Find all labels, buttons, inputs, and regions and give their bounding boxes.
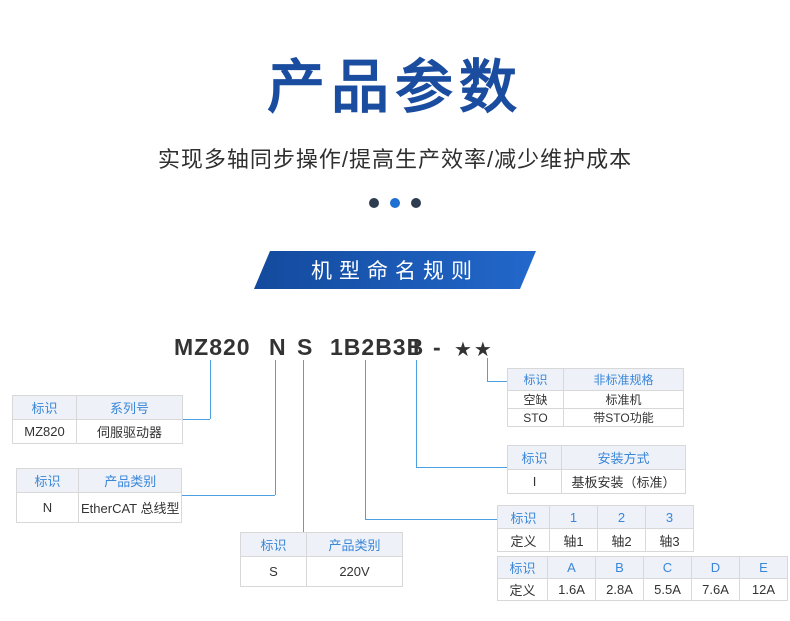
nonstandard-table-cell-code: STO xyxy=(507,408,564,427)
axes-table: 标识 1 2 3 定义 轴1 轴2 轴3 xyxy=(497,505,694,552)
connector-series-horizontal xyxy=(182,419,210,420)
table-row: S 220V xyxy=(240,556,403,587)
connector-mounting-horizontal xyxy=(416,467,507,468)
category-table-cell-code: N xyxy=(16,492,79,523)
table-row: N EtherCAT 总线型 xyxy=(16,492,183,523)
current-table-cell-c: 5.5A xyxy=(643,578,692,601)
current-table-header-id: 标识 xyxy=(497,556,548,579)
mounting-table-header-id: 标识 xyxy=(507,445,562,470)
current-table-cell-a: 1.6A xyxy=(547,578,596,601)
category-table: 标识 产品类别 N EtherCAT 总线型 xyxy=(16,468,183,523)
model-code-voltage: S xyxy=(297,334,314,360)
model-code-series: MZ820 xyxy=(174,334,251,360)
table-row: 空缺 标准机 xyxy=(507,390,684,409)
page-subtitle: 实现多轴同步操作/提高生产效率/减少维护成本 xyxy=(157,147,633,172)
series-table-header-id: 标识 xyxy=(12,395,77,420)
table-row: MZ820 伺服驱动器 xyxy=(12,419,183,444)
current-table-header-e: E xyxy=(739,556,788,579)
current-table-header-d: D xyxy=(691,556,740,579)
carousel-dots xyxy=(0,198,790,208)
current-table-header-b: B xyxy=(595,556,644,579)
current-table-cell-b: 2.8A xyxy=(595,578,644,601)
voltage-table-header-name: 产品类别 xyxy=(306,532,403,557)
page-title: 产品参数 xyxy=(266,55,523,120)
carousel-dot-1[interactable] xyxy=(369,198,379,208)
axes-table-cell-axis2: 轴2 xyxy=(597,528,646,552)
axes-table-cell-axis3: 轴3 xyxy=(645,528,694,552)
table-row: 定义 1.6A 2.8A 5.5A 7.6A 12A xyxy=(497,578,788,601)
current-table-header-c: C xyxy=(643,556,692,579)
connector-series-vertical xyxy=(210,360,211,419)
table-row: 定义 轴1 轴2 轴3 xyxy=(497,528,694,552)
current-table-cell-d: 7.6A xyxy=(691,578,740,601)
connector-voltage-vertical xyxy=(303,360,304,532)
category-table-cell-value: EtherCAT 总线型 xyxy=(77,492,183,523)
carousel-dot-2-active[interactable] xyxy=(390,198,400,208)
model-code-dash: - xyxy=(433,334,442,360)
voltage-table-cell-value: 220V xyxy=(306,556,403,587)
voltage-table-cell-code: S xyxy=(240,556,307,587)
model-code-mounting: I xyxy=(413,334,421,360)
model-code-bus-type: N xyxy=(269,334,287,360)
section-banner-label: 机型命名规则 xyxy=(311,260,479,283)
axes-table-header-2: 2 xyxy=(597,505,646,529)
series-table: 标识 系列号 MZ820 伺服驱动器 xyxy=(12,395,183,444)
current-table-cell-label: 定义 xyxy=(497,578,548,601)
connector-bus-type-horizontal xyxy=(181,495,275,496)
connector-mounting-vertical xyxy=(416,360,417,467)
current-table: 标识 A B C D E 定义 1.6A 2.8A 5.5A 7.6A 12A xyxy=(497,556,788,601)
category-table-header-id: 标识 xyxy=(16,468,79,493)
table-row: STO 带STO功能 xyxy=(507,408,684,427)
axes-table-cell-axis1: 轴1 xyxy=(549,528,598,552)
nonstandard-table: 标识 非标准规格 空缺 标准机 STO 带STO功能 xyxy=(507,368,684,427)
voltage-table-header-id: 标识 xyxy=(240,532,307,557)
series-table-cell-value: 伺服驱动器 xyxy=(76,419,183,444)
voltage-table: 标识 产品类别 S 220V xyxy=(240,532,403,587)
mounting-table-header-name: 安装方式 xyxy=(561,445,686,470)
nonstandard-table-cell-value: 标准机 xyxy=(563,390,684,409)
connector-nonstandard-horizontal xyxy=(487,381,507,382)
axes-table-header-id: 标识 xyxy=(497,505,550,529)
axes-table-cell-label: 定义 xyxy=(497,528,550,552)
model-code-stars-icon: ★★ xyxy=(454,339,494,361)
series-table-cell-code: MZ820 xyxy=(12,419,77,444)
axes-table-header-3: 3 xyxy=(645,505,694,529)
section-banner: 机型命名规则 xyxy=(254,251,536,289)
current-table-cell-e: 12A xyxy=(739,578,788,601)
nonstandard-table-cell-code: 空缺 xyxy=(507,390,564,409)
category-table-header-name: 产品类别 xyxy=(77,468,183,493)
axes-table-header-1: 1 xyxy=(549,505,598,529)
carousel-dot-3[interactable] xyxy=(411,198,421,208)
connector-axes-vertical xyxy=(365,360,366,519)
connector-axes-horizontal xyxy=(365,519,497,520)
mounting-table-cell-value: 基板安装（标准） xyxy=(561,469,686,494)
nonstandard-table-header-id: 标识 xyxy=(507,368,564,391)
model-code-axes-current: 1B2B3B xyxy=(330,334,425,360)
connector-bus-type-vertical xyxy=(275,360,276,495)
current-table-header-a: A xyxy=(547,556,596,579)
mounting-table: 标识 安装方式 I 基板安装（标准） xyxy=(507,445,686,494)
nonstandard-table-cell-value: 带STO功能 xyxy=(563,408,684,427)
table-row: I 基板安装（标准） xyxy=(507,469,686,494)
mounting-table-cell-code: I xyxy=(507,469,562,494)
nonstandard-table-header-name: 非标准规格 xyxy=(563,368,684,391)
connector-nonstandard-vertical xyxy=(487,358,488,381)
series-table-header-name: 系列号 xyxy=(76,395,183,420)
